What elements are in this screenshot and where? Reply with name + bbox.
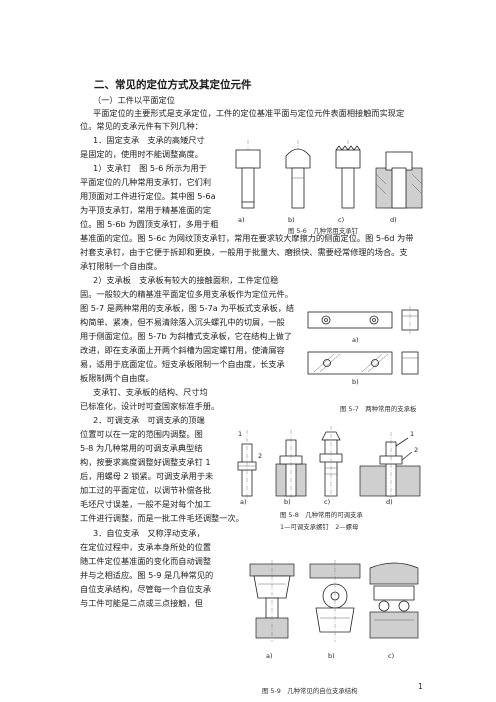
body-line: 用于侧面定位。图 5-7b 为斜槽式支承板，它在结构上做了 (80, 331, 293, 341)
figure-5-8: 1 2 1 2 a) b) c) d) (237, 426, 421, 506)
page-number: 1 (418, 682, 423, 691)
flat-head-pin (235, 140, 261, 210)
body-line: 位。图 5-6b 为圆顶支承钉，多用于粗 (80, 219, 219, 229)
body-line: 后，用螺母 2 锁紧。可调支承用于未 (80, 471, 214, 481)
body-line: 支承钉、支承板的结构、尺寸均 (93, 387, 208, 397)
flat-support-plate (307, 306, 419, 334)
fig58-part-2: 2 (258, 452, 262, 460)
body-line: 在定位过程中，支承本身所处的位置 (80, 542, 212, 552)
body-line: 自位支承结构，尽管每一个自位支承 (80, 584, 212, 594)
body-line: 平面定位的几种常用支承钉，它们利 (80, 177, 212, 187)
self-aligning-support-a (249, 560, 295, 642)
bushing-pin (375, 151, 423, 209)
fig58-part-1b: 1 (410, 430, 414, 438)
body-line: 构，按要求高度调整好调整支承钉 1 (80, 457, 211, 467)
self-aligning-support-b (309, 560, 361, 642)
fig59-label-c: c) (388, 652, 394, 660)
body-line: 是固定的，使用时不能调整高度。 (80, 149, 203, 159)
figure-5-7-caption: 图 5-7 两种常用的支承板 (340, 405, 417, 413)
body-line: 承钉限制一个自由度。 (80, 261, 162, 271)
body-line: 已标准化，设计时可查国家标准手册。 (80, 401, 220, 411)
subsection-heading: （一）工件以平面定位 (93, 95, 175, 105)
round-head-pin (285, 140, 311, 210)
figure-5-9: a) b) c) (249, 560, 419, 660)
body-line: 1）支承钉 图 5-6 所示为用于 (93, 163, 207, 173)
body-line: 2）支承板 支承板有较大的接触面积，工件定位稳 (93, 275, 279, 285)
body-line: 2．可调支承 可调支承的顶端 (93, 415, 205, 425)
fig56-label-d: d) (390, 216, 397, 224)
fig58-label-a: a) (240, 498, 247, 506)
knurled-head-pin (335, 140, 361, 210)
body-line: 毛坯尺寸误差，一般不是对每个加工 (80, 499, 212, 509)
body-line: 基准面的定位。图 5-6c 为网纹顶支承钉，常用在要求较大摩擦力的侧面定位。图 … (80, 233, 414, 243)
body-line: 板限制两个自由度。 (80, 373, 154, 383)
figure-5-8-caption: 图 5-8 几种常用的可调支承 (280, 511, 363, 519)
body-line: 位置可以在一定的范围内调整。图 (80, 429, 203, 439)
body-line: 位。常见的支承元件有下列几种： (80, 121, 203, 131)
body-line: 5-8 为几种常用的可调支承典型结 (80, 443, 203, 453)
fig58-label-d: d) (386, 498, 393, 506)
body-line: 易，适用于底面定位。短支承板限制一个自由度，长支承 (80, 359, 285, 369)
body-line: 加工过的平面定位，以调节补偿各批 (80, 485, 212, 495)
body-line: 为平顶支承钉，常用于精基准面的定 (80, 205, 212, 215)
figure-5-6: a) b) c) d) (235, 140, 423, 224)
self-aligning-support-c (369, 562, 419, 639)
figure-5-8-legend: 1—可调支承螺钉 2—螺母 (280, 523, 359, 531)
fig58-label-b: b) (284, 498, 291, 506)
fig59-label-b: b) (328, 652, 335, 660)
body-line: 3．自位支承 又称浮动支承， (93, 528, 205, 538)
fig57-label-b: b) (352, 378, 359, 386)
fig58-label-c: c) (324, 498, 330, 506)
adjustable-support-b (275, 430, 307, 498)
fig57-label-a: a) (352, 336, 359, 344)
body-line: 平面定位的主要形式是支承定位，工件的定位基准平面与定位元件表面相接触而实现定 (93, 108, 405, 118)
figure-5-6-caption: 图 5-6 几种常用支承钉 (288, 227, 358, 235)
fig58-part-1: 1 (238, 430, 242, 438)
body-line: 构简单、紧凑，但不易清除落入沉头螺孔中的切屑，一般 (80, 317, 285, 327)
body-line: 1．固定支承 支承的高矮尺寸 (93, 135, 205, 145)
adjustable-support-d (359, 432, 421, 498)
fig56-label-a: a) (238, 216, 245, 224)
fig56-label-b: b) (288, 216, 295, 224)
adjustable-support-a (237, 430, 257, 498)
figure-5-9-caption: 图 5-9 几种常见的自位支承结构 (262, 687, 358, 695)
body-line: 衬套支承钉，由于它便于拆卸和更换，一般用于批量大、磨损快、需要经常修理的场合。支 (80, 247, 408, 257)
body-line: 随工件定位基准面的变化而自动调整 (80, 556, 212, 566)
body-line: 固。一般较大的精基准平面定位多用支承板作为定位元件。 (80, 289, 293, 299)
body-line: 改进，即在支承面上开两个斜槽为固定螺钉用，使清屑容 (80, 345, 285, 355)
body-line: 与工件可能是二点或三点接触，但 (80, 598, 203, 608)
fig56-label-c: c) (338, 216, 344, 224)
body-line: 图 5-7 是两种常用的支承板，图 5-7a 为平板式支承板，结 (80, 303, 295, 313)
figure-5-7: a) b) (307, 306, 419, 386)
body-line: 并与之相适应。图 5-9 是几种常见的 (80, 570, 214, 580)
adjustable-support-c (319, 426, 343, 498)
body-line: 用顶面对工件进行定位。其中图 5-6a (80, 191, 216, 201)
fig58-part-2b: 2 (414, 446, 418, 454)
grooved-support-plate (307, 351, 419, 375)
section-heading: 二、常见的定位方式及其定位元件 (94, 79, 252, 91)
fig59-label-a: a) (266, 652, 273, 660)
body-line: 工件进行调整，而是一批工件毛坯调整一次。 (80, 513, 244, 523)
